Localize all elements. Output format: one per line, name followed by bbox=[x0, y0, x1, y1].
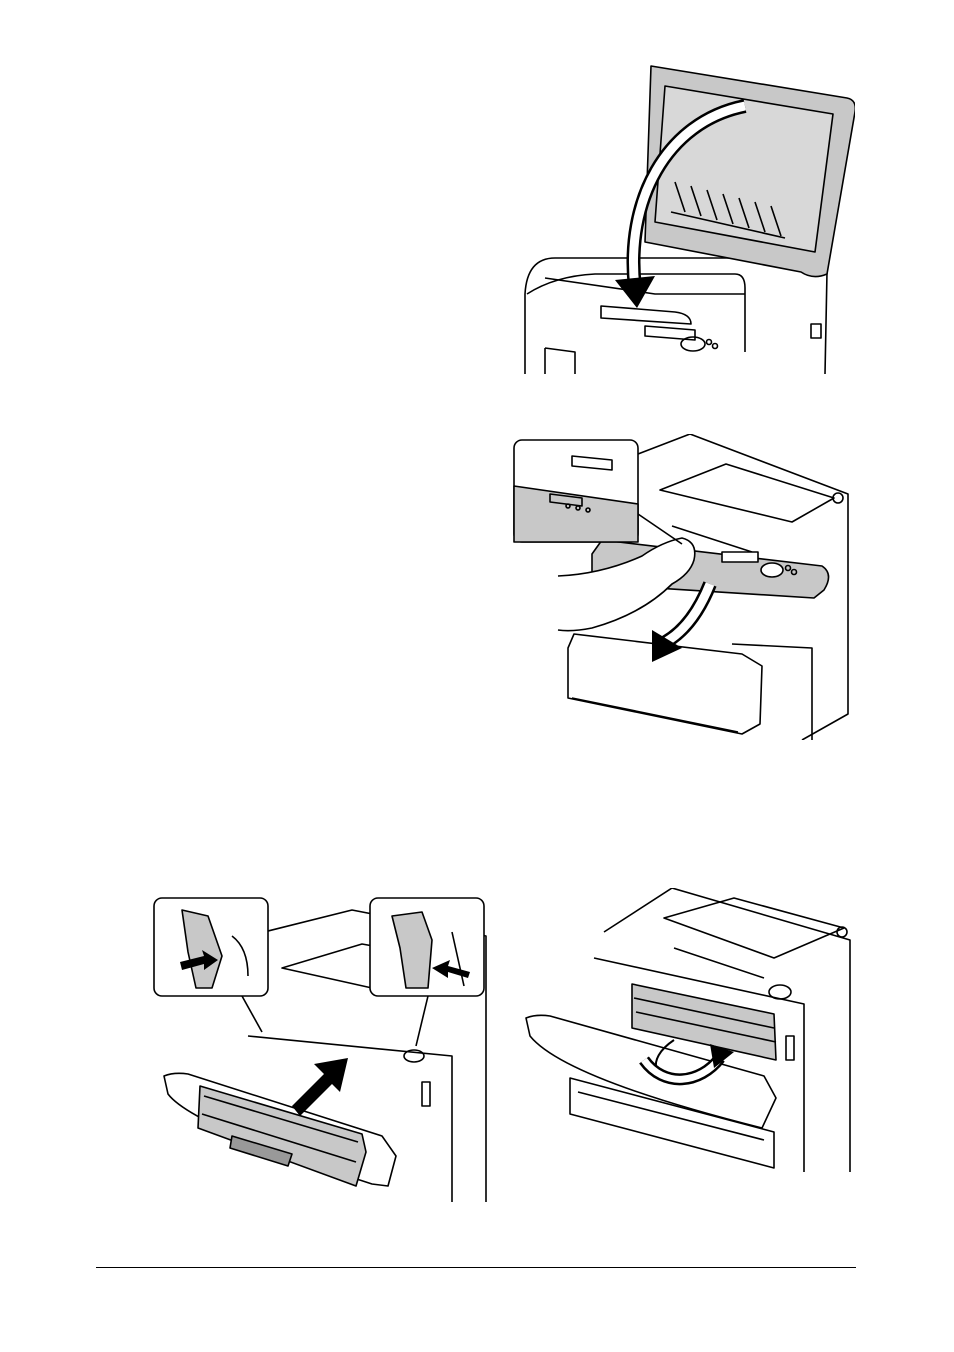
cartridge-rotating-illustration bbox=[524, 888, 854, 1172]
insert-toner-cartridge-illustration bbox=[152, 896, 492, 1202]
footer-rule bbox=[96, 1267, 856, 1268]
close-top-cover-illustration bbox=[515, 62, 855, 374]
open-front-cover-illustration bbox=[512, 434, 852, 740]
